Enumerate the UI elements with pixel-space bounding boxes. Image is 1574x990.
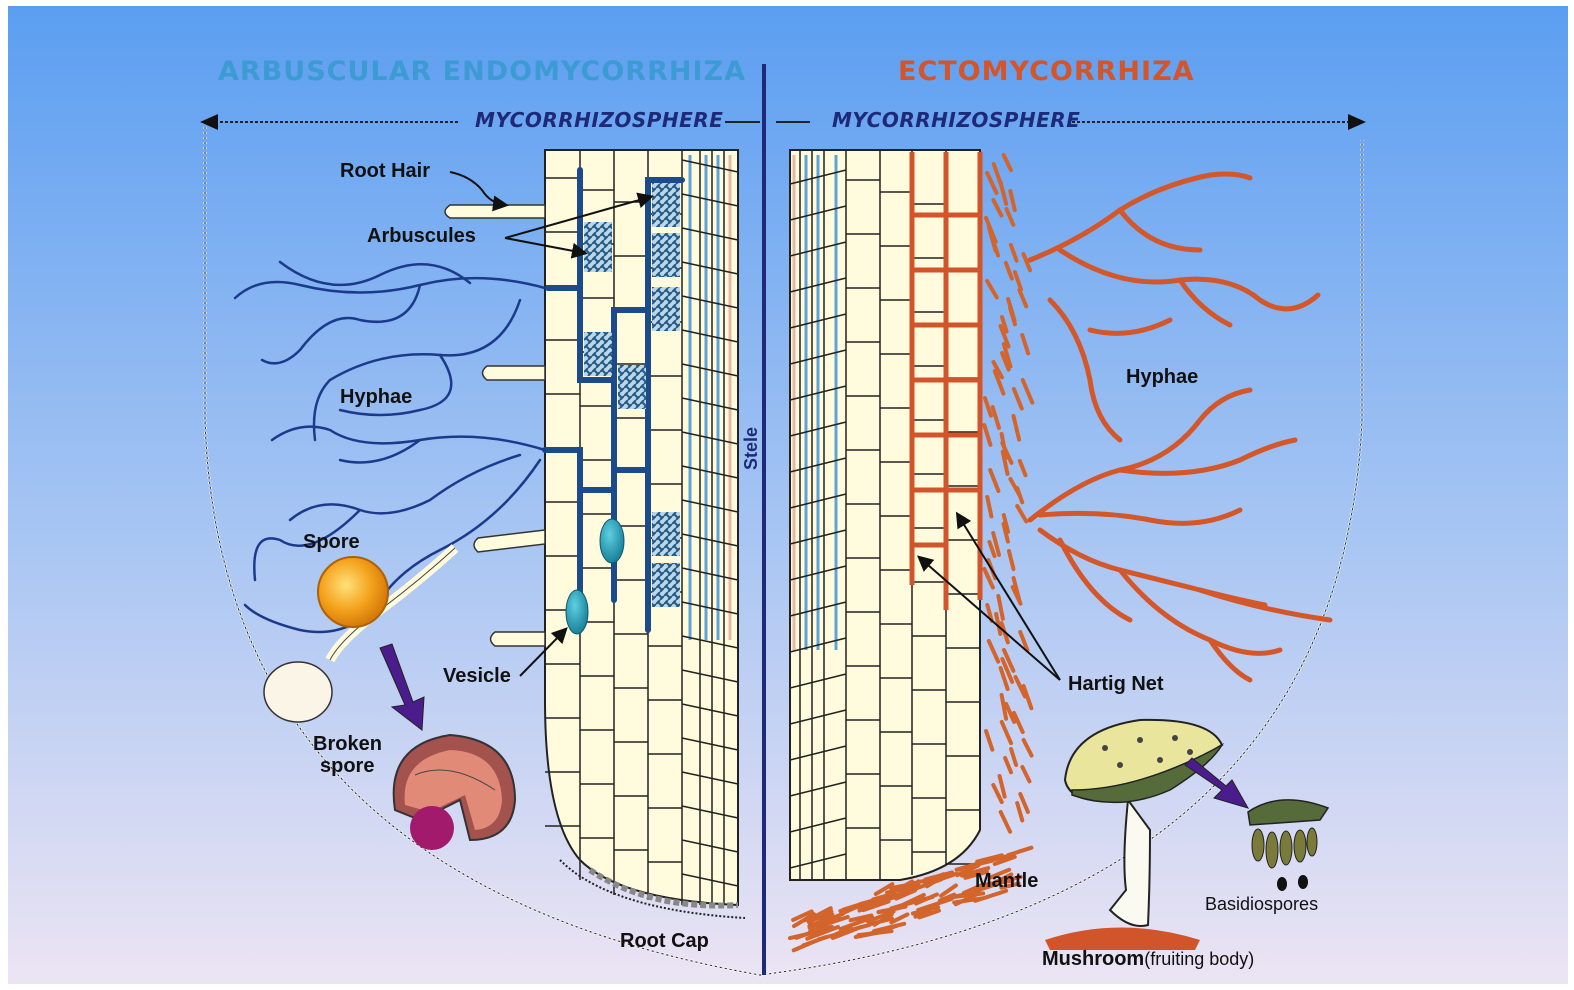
label-ecto-hyphae: Hyphae [1126, 366, 1198, 389]
title-arbuscular-endomycorrhiza: ARBUSCULAR ENDOMYCORRHIZA [218, 56, 746, 87]
spore [318, 557, 388, 627]
label-mushroom: Mushroom(fruiting body) [1042, 948, 1254, 971]
label-hartig-net: Hartig Net [1068, 673, 1164, 696]
label-vesicle: Vesicle [443, 665, 511, 688]
spore-content [410, 806, 454, 850]
germ-vesicle [264, 662, 332, 722]
label-mushroom-text: Mushroom [1042, 948, 1144, 970]
vesicle-1 [600, 519, 624, 563]
stele-label: Stele [741, 427, 762, 470]
label-endo-hyphae: Hyphae [340, 386, 412, 409]
label-broken-spore-1: Broken [313, 733, 382, 756]
label-broken-spore-2: spore [320, 755, 374, 778]
zone-label-right: MYCORRHIZOSPHERE [832, 108, 1080, 132]
label-fruiting-body: (fruiting body) [1144, 949, 1254, 969]
endo-root [545, 150, 738, 906]
title-ectomycorrhiza: ECTOMYCORRHIZA [898, 56, 1195, 87]
ecto-root [790, 150, 980, 880]
vesicle-2 [566, 590, 588, 634]
label-root-cap: Root Cap [620, 930, 709, 953]
label-spore: Spore [303, 531, 360, 554]
background-panel [8, 6, 1568, 984]
label-mantle: Mantle [975, 870, 1038, 893]
zone-label-left: MYCORRHIZOSPHERE [475, 108, 723, 132]
label-arbuscules: Arbuscules [367, 225, 476, 248]
label-basidiospores: Basidiospores [1205, 894, 1318, 915]
label-root-hair: Root Hair [340, 160, 430, 183]
